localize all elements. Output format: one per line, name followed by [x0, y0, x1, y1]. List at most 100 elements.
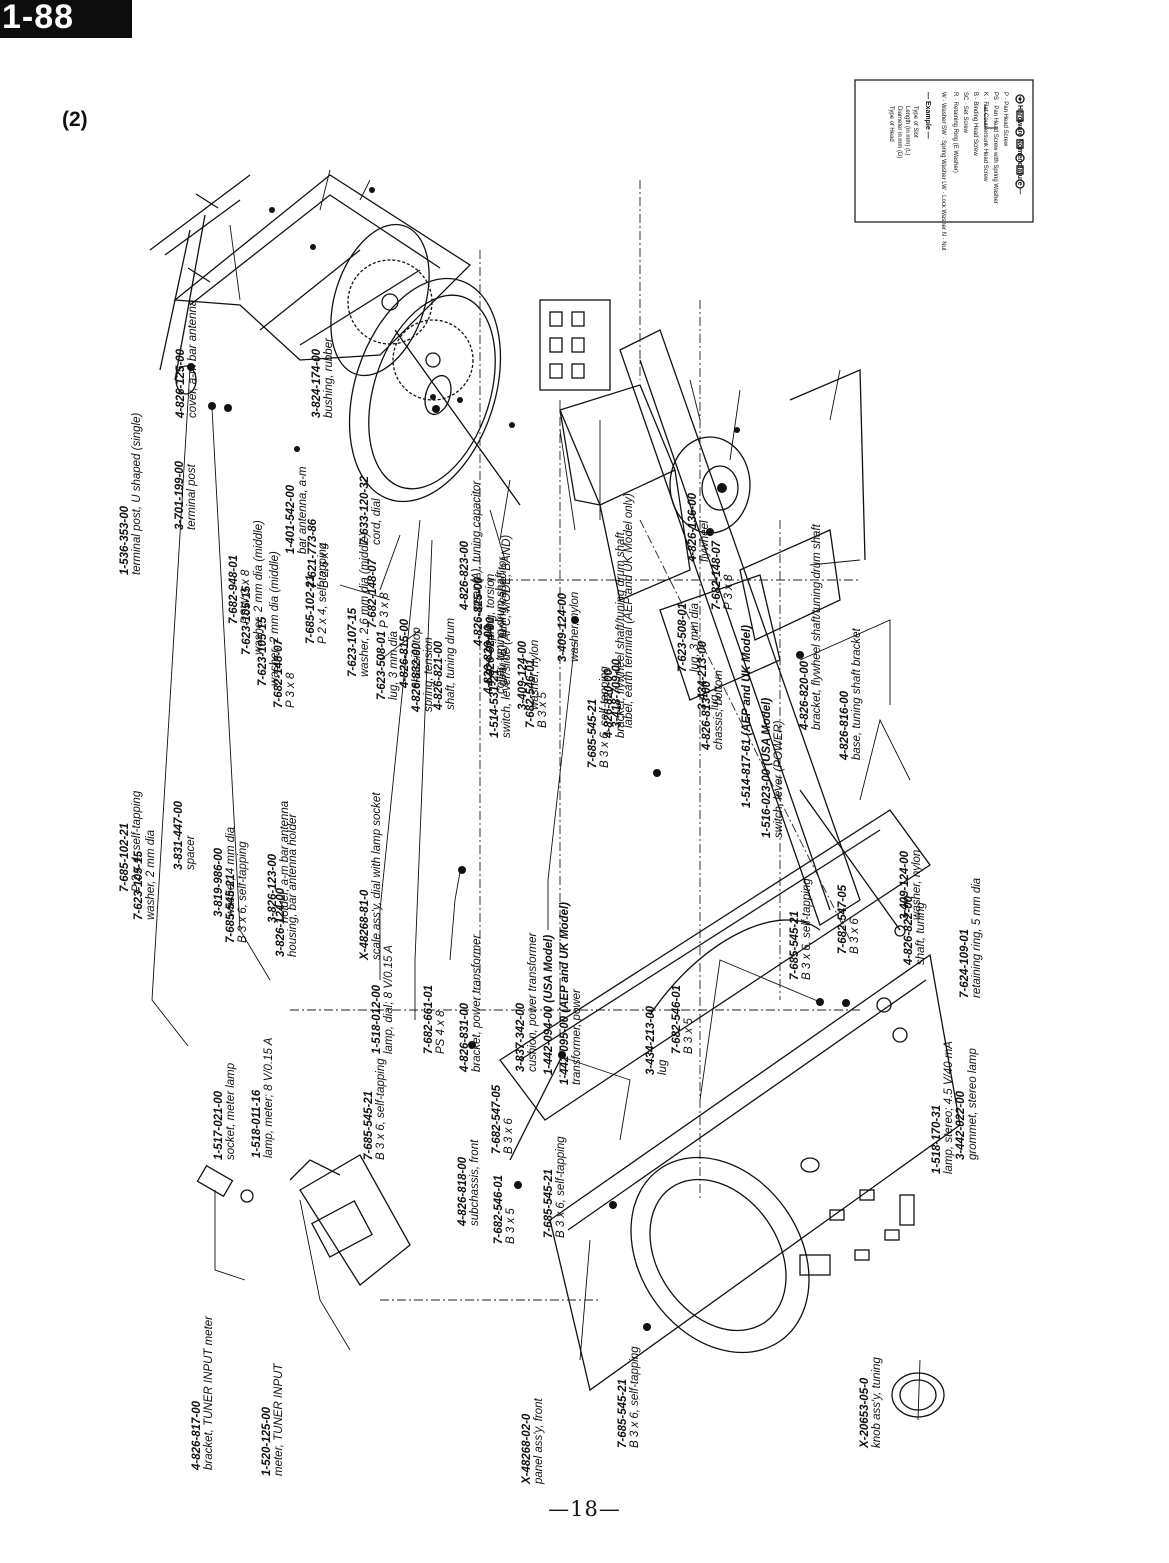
part-number: 1-520-125-00: [261, 1406, 273, 1476]
part-number: 7-623-508-01: [677, 603, 689, 672]
section-number: (2): [62, 108, 88, 131]
part-label: 7-682-948-01PSW 3 x 8: [228, 555, 252, 624]
part-description: spacer: [185, 834, 197, 870]
part-description: PS 4 x 8: [435, 1010, 447, 1054]
part-description: bracket, power transformer: [471, 933, 483, 1072]
part-label: 7-682-148-07P 3 x 8: [273, 638, 297, 708]
part-description: cushion, power transformer: [527, 931, 539, 1072]
part-number: 4-826-136-00: [687, 492, 699, 563]
legend-item: B · Binding Head Screw: [972, 92, 978, 156]
part-description: shaft, tuning drum: [445, 618, 457, 710]
part-description: spring, tension: [423, 637, 435, 712]
part-number: 7-682-546-01: [493, 1175, 505, 1244]
meter-lamp-socket: [196, 1164, 254, 1203]
part-number: 1-517-021-00: [213, 1090, 225, 1160]
part-number: 3-819-986-00: [213, 847, 225, 917]
part-description: washer, 2 mm dia: [145, 830, 157, 920]
part-number: 1-514-817-61 (AEP and UK Model): [741, 625, 753, 808]
part-description: cord, dial: [371, 498, 383, 545]
part-label: 7-682-546-01B 3 x 5: [493, 1175, 517, 1244]
part-description: B 3 x 6, self-tapping: [555, 1136, 567, 1238]
tuning-shaft: [799, 789, 906, 937]
part-label: 7-682-547-05B 3 x 6: [837, 884, 861, 954]
part-label: 7-623-508-01lug, 3 mm dia: [677, 603, 701, 672]
part-number: 7-633-120-32: [359, 475, 371, 545]
part-description: washer, 4 mm dia: [225, 827, 237, 917]
part-label: 4-826-822-00shaft, tuning: [903, 895, 927, 966]
part-description: collar, tuning drum shaft: [495, 571, 507, 694]
part-number: 1-516-023-00 (USA Model): [761, 698, 773, 838]
part-description: B 3 x 6, self-tapping: [801, 878, 813, 980]
part-label: 7-685-102-21P 2 x 4, self-tapping: [305, 542, 329, 644]
part-description: holder, a-m bar antenna: [279, 801, 291, 923]
part-number: 1-518-170-31: [931, 1105, 943, 1174]
part-description: B 3 x 6, self-tapping: [237, 841, 249, 943]
part-description: B 3 x 5: [683, 1018, 695, 1054]
part-number: 7-682-148-07: [711, 540, 723, 610]
part-description: knob ass'y, tuning: [871, 1357, 883, 1448]
part-description: lamp, stereo; 4.5 V/40 mA: [943, 1041, 955, 1174]
part-number: 7-682-148-07: [273, 638, 285, 708]
part-number: 3-826-123-00: [267, 853, 279, 923]
legend-title: — Hardware Nomenclature —: [1016, 96, 1023, 194]
part-number: 3-409-124-00: [899, 850, 911, 920]
part-number: 7-623-105-15: [241, 585, 253, 655]
part-label: 3-826-124-00housing, bar antenna holder: [275, 813, 299, 957]
part-label: 7-685-545-21B 3 x 6, self-tapping: [363, 1058, 387, 1160]
part-number: 1-536-353-00: [119, 505, 131, 575]
part-number: 3-434-213-00: [645, 1005, 657, 1075]
part-description: subchassis, front: [469, 1139, 481, 1226]
legend-item: SC · Set Screw: [962, 92, 968, 134]
part-description: B 3 x 6: [849, 918, 861, 954]
part-description: B 3 x 5: [537, 692, 549, 728]
legend-item: PS · Pan Head Screw with Spring Washer: [992, 92, 998, 204]
part-number: 7-621-773-86: [307, 518, 319, 588]
part-label: 7-685-545-21B 3 x 6, self-tapping: [789, 878, 813, 980]
part-label: 3-409-124-00washer, nylon: [899, 850, 923, 920]
front-panel: [549, 953, 961, 1392]
part-number: 1-514-531-21: [489, 669, 501, 738]
part-number: 4-826-816-00: [839, 690, 851, 761]
part-label: 7-682-148-07P 3 x 8: [367, 558, 391, 628]
part-description: lamp, meter; 8 V/0.15 A: [263, 1037, 275, 1158]
part-number: 1-518-011-16: [251, 1089, 263, 1158]
subchassis-front: [499, 809, 931, 1161]
part-label: 3-418-709-00label, earth terminal (AEP a…: [611, 493, 635, 728]
part-label: 4-826-824-00gear (B), tuning capacitor: [485, 556, 509, 687]
part-number: 7-623-508-01: [376, 631, 388, 700]
part-number: 7-682-148-07: [367, 558, 379, 628]
part-label: 4-826-823-00gear (A), tuning capacitor: [459, 480, 483, 611]
part-description: housing, bar antenna holder: [287, 813, 299, 957]
part-description: lug: [709, 694, 721, 710]
part-label: 3-434-213-00lug: [697, 640, 721, 710]
part-label: 4-826-821-00shaft, tuning drum: [433, 618, 457, 711]
part-label: X-20653-05-0knob ass'y, tuning: [859, 1357, 883, 1449]
part-label: 3-409-124-00washer, nylon: [557, 592, 581, 662]
legend-example-item: Type of Head: [888, 106, 894, 142]
part-label: 1-518-170-31lamp, stereo; 4.5 V/40 mA: [931, 1041, 955, 1174]
part-description: bar antenna, a-m: [297, 466, 309, 554]
leader-lines: [151, 169, 921, 1421]
part-description: bushing, rubber: [323, 337, 335, 418]
part-label: 1-401-542-00bar antenna, a-m: [285, 466, 309, 554]
part-description: base, tuning shaft bracket: [851, 628, 863, 760]
part-number: 7-623-107-15: [347, 607, 359, 677]
part-label: 7-682-148-07P 3 x 8: [711, 540, 735, 610]
part-label: 4-826-816-00base, tuning shaft bracket: [839, 628, 863, 761]
part-description: panel ass'y, front: [533, 1397, 545, 1485]
part-label: 3-701-199-00terminal post: [174, 460, 198, 530]
part-description: switch, lever (POWER): [773, 720, 785, 838]
legend-example-item: Length (in mm) (L): [904, 106, 910, 155]
part-label: 4-826-832-00spring, tension: [411, 637, 435, 713]
part-label: 7-621-773-86B 2.6 x 4: [307, 518, 331, 588]
part-number: 7-685-102-21: [305, 575, 317, 644]
part-number: 4-826-821-00: [433, 640, 445, 711]
part-number: 4-826-822-00: [903, 895, 915, 966]
part-description: meter, TUNER INPUT: [273, 1363, 285, 1476]
part-label: 3-409-124-00washer, nylon: [517, 640, 541, 710]
part-description: flywheel: [699, 520, 711, 562]
part-description: label, earth terminal (AEP and UK Model …: [623, 493, 635, 728]
part-description: P 3 x 8: [379, 592, 391, 628]
part-description: bracket, TUNER INPUT meter: [203, 1315, 215, 1470]
